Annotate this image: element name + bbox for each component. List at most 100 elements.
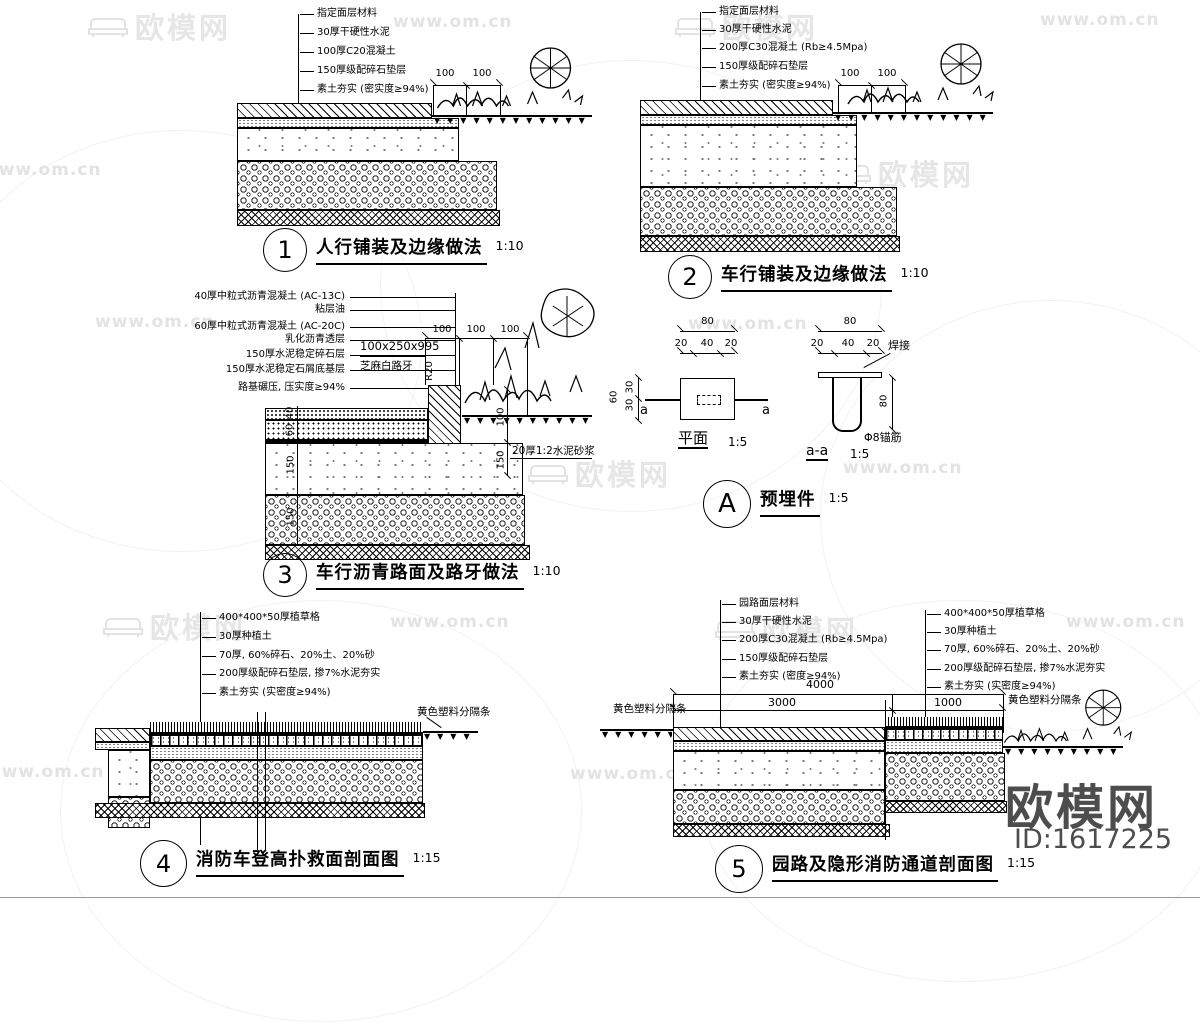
detail-number-bubble: 2 (668, 255, 712, 299)
embed-plate-section (818, 372, 882, 378)
cad-sheet: { "watermark": {"logo_text": "欧模网", "url… (0, 0, 1200, 900)
layer-callout: 粘层油 (315, 304, 345, 315)
ground-line (1003, 746, 1123, 748)
dimension-line (425, 334, 527, 343)
detail-number: 1 (277, 236, 293, 264)
dimension-value: 3000 (768, 696, 796, 709)
dimension-value: 100 (840, 68, 860, 79)
grass-layer (150, 722, 423, 735)
layer-callout: 素土夯实 (密实度≥94%) (702, 80, 831, 92)
leader-line (925, 610, 926, 722)
soil-layer (885, 801, 1007, 813)
watermark-logo-text: 欧模网 (135, 11, 232, 45)
dimension-riser (425, 338, 426, 385)
dimension-line (297, 406, 298, 546)
sheet-bottom-line (0, 897, 1200, 898)
dimension-riser (527, 338, 528, 415)
gravel-layer (673, 790, 885, 824)
dimension-riser (433, 85, 434, 115)
detail-scale: 1:15 (1007, 855, 1036, 870)
asphalt-layer (265, 420, 428, 440)
dimension-value: 40 (284, 406, 296, 420)
callout-text: 素土夯实 (密实度≥94%) (317, 84, 429, 95)
curb-name-label: 芝麻白路牙 (360, 360, 413, 372)
layer-callout: 100厚C20混凝土 (300, 46, 396, 58)
note-underline (510, 458, 592, 459)
dimension-value: 100 (435, 68, 455, 79)
layer-callout: 素土夯实 (实密度≥94%) (927, 681, 1056, 693)
paving-layer (673, 727, 885, 741)
mortar-layer (95, 742, 150, 750)
detail-number-bubble: 5 (715, 845, 763, 893)
layer-callout: 150厚级配碎石垫层 (722, 653, 828, 665)
dimension-value: 30 (624, 380, 636, 394)
dimension-value: 100 (472, 68, 492, 79)
dimension-line (634, 378, 643, 420)
dimension-line (673, 694, 1003, 695)
shrub-plant-icon (436, 47, 584, 109)
concrete-layer (673, 751, 885, 790)
soil-layer (673, 824, 890, 837)
callout-text: 150厚级配碎石垫层 (317, 65, 407, 76)
mortar-layer (640, 115, 857, 125)
layer-callout: 150厚水泥稳定石屑底基层 (225, 364, 345, 375)
grass-layer (885, 717, 1003, 729)
detail-title-text: 预埋件 (760, 480, 820, 517)
curb-size-label: 100x250x995 (360, 339, 440, 353)
callout-text: 素土夯实 (实密度≥94%) (944, 681, 1056, 692)
anchor-bar-note: Φ8锚筋 (864, 431, 902, 444)
dimension-value: 20 (674, 338, 688, 349)
paving-layer (237, 103, 432, 118)
callout-text: 素土夯实 (密实度≥94%) (719, 80, 831, 91)
section-mark: a (640, 403, 648, 418)
layer-callout: 素土夯实 (实密度≥94%) (202, 687, 331, 699)
gravel-layer (640, 187, 897, 236)
site-brand: 欧模网 (1005, 780, 1159, 836)
dimension-line (673, 706, 1003, 715)
soil-layer (95, 803, 425, 818)
base-layer (265, 443, 523, 495)
grass-grid-layer (150, 735, 423, 746)
paving-layer (95, 728, 150, 742)
dimension-value: 40 (700, 338, 714, 349)
planting-soil-symbol: ▼▼▼▼▼▼▼▼▼▼▼▼▼▼▼▼▼▼▼▼ (835, 113, 991, 122)
callout-text: 30厚干硬性水泥 (719, 24, 792, 35)
watermark-url: www.om.cn (1066, 612, 1186, 632)
asphalt-layer (265, 408, 428, 420)
curb-radius-label: R20 (423, 361, 435, 381)
callout-text: 30厚种植土 (219, 631, 272, 642)
callout-text: 100厚C20混凝土 (317, 46, 396, 57)
callout-text: 30厚种植土 (944, 626, 997, 637)
sofa-icon (103, 618, 143, 637)
callout-text: 素土夯实 (实密度≥94%) (219, 687, 331, 698)
watermark-url: www.om.cn (843, 458, 963, 478)
callout-text: 150厚级配碎石垫层 (719, 61, 809, 72)
anchor-bar-u-shape (832, 378, 862, 432)
detail-number: A (718, 489, 736, 519)
layer-callout: 200厚级配碎石垫层, 掺7%水泥夯实 (202, 668, 380, 680)
planting-soil-symbol: ▼▼▼▼▼▼▼▼▼▼▼▼▼▼▼▼▼▼▼▼ (434, 116, 590, 125)
watermark-url: www.om.cn (0, 762, 105, 782)
detail-scale: 1:10 (532, 563, 561, 578)
dimension-riser (892, 694, 893, 733)
plan-view-label: 平面 (678, 429, 709, 449)
callout-text: 400*400*50厚植草格 (944, 608, 1045, 619)
callout-tick (350, 355, 455, 356)
callout-tick (350, 388, 455, 389)
callout-text: 400*400*50厚植草格 (219, 612, 320, 623)
layer-callout: 200厚C30混凝土 (Rb≥4.5Mpa) (722, 634, 887, 646)
watermark-logo: 欧模网 (85, 5, 231, 47)
ground-line (423, 731, 478, 733)
detail-title-text: 园路及隐形消防通道剖面图 (772, 845, 998, 882)
sofa-icon (88, 18, 128, 37)
dimension-value: 150 (495, 450, 507, 470)
ground-line (600, 729, 673, 731)
layer-callout: 30厚干硬性水泥 (300, 27, 390, 39)
gravel-layer (150, 760, 423, 803)
callout-text: 200厚级配碎石垫层, 掺7%水泥夯实 (219, 668, 381, 679)
layer-callout: 150厚级配碎石垫层 (300, 65, 406, 77)
concrete-layer (640, 125, 857, 187)
layer-callout: 200厚C30混凝土 (Rb≥4.5Mpa) (702, 42, 867, 54)
detail-title-3: 3 车行沥青路面及路牙做法 1:10 (263, 553, 561, 597)
dimension-value: 80 (878, 394, 890, 408)
